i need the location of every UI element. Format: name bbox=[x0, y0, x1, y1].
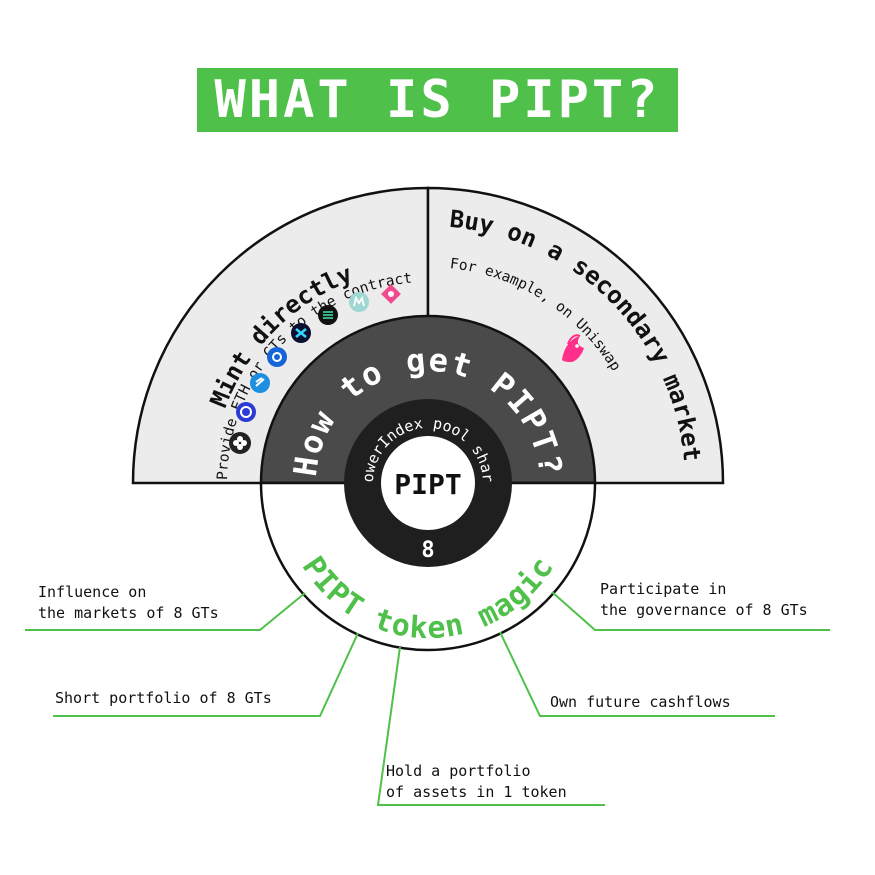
cvp-icon bbox=[229, 432, 251, 454]
connector-participate bbox=[551, 591, 830, 631]
benefit-hold: Hold a portfolio of assets in 1 token bbox=[386, 762, 567, 801]
benefit-connectors bbox=[25, 591, 830, 806]
benefit-influence: Influence on the markets of 8 GTs bbox=[38, 583, 219, 622]
benefit-hold-line-2: of assets in 1 token bbox=[386, 783, 567, 801]
connector-own bbox=[499, 631, 775, 717]
sushi-icon bbox=[250, 373, 270, 393]
badger-icon bbox=[267, 347, 287, 367]
benefit-influence-line-1: Influence on bbox=[38, 583, 146, 601]
benefit-participate: Participate in the governance of 8 GTs bbox=[600, 580, 808, 619]
uniswap-icon bbox=[562, 334, 584, 362]
benefit-participate-line-1: Participate in bbox=[600, 580, 726, 598]
benefit-influence-line-2: the markets of 8 GTs bbox=[38, 604, 219, 622]
pipt-center-label: PIPT bbox=[394, 468, 461, 501]
benefit-hold-line-1: Hold a portfolio bbox=[386, 762, 531, 780]
pipt-count: 8 bbox=[421, 538, 434, 563]
benefit-short-line-1: Short portfolio of 8 GTs bbox=[55, 689, 272, 707]
synthetix-icon bbox=[291, 323, 311, 343]
title-banner: WHAT IS PIPT? bbox=[197, 68, 678, 132]
sol-icon bbox=[318, 305, 338, 325]
connector-influence bbox=[25, 592, 306, 631]
benefit-participate-line-2: the governance of 8 GTs bbox=[600, 601, 808, 619]
mstable-icon bbox=[349, 292, 369, 312]
connector-hold bbox=[376, 646, 605, 806]
page-title: WHAT IS PIPT? bbox=[214, 70, 661, 130]
mirror-icon bbox=[236, 402, 256, 422]
benefit-own: Own future cashflows bbox=[550, 693, 731, 711]
pink-token-icon bbox=[381, 284, 401, 304]
pipt-center-disc bbox=[381, 436, 475, 530]
benefit-short: Short portfolio of 8 GTs bbox=[55, 689, 272, 707]
benefit-own-line-1: Own future cashflows bbox=[550, 693, 731, 711]
connector-short bbox=[53, 632, 359, 717]
